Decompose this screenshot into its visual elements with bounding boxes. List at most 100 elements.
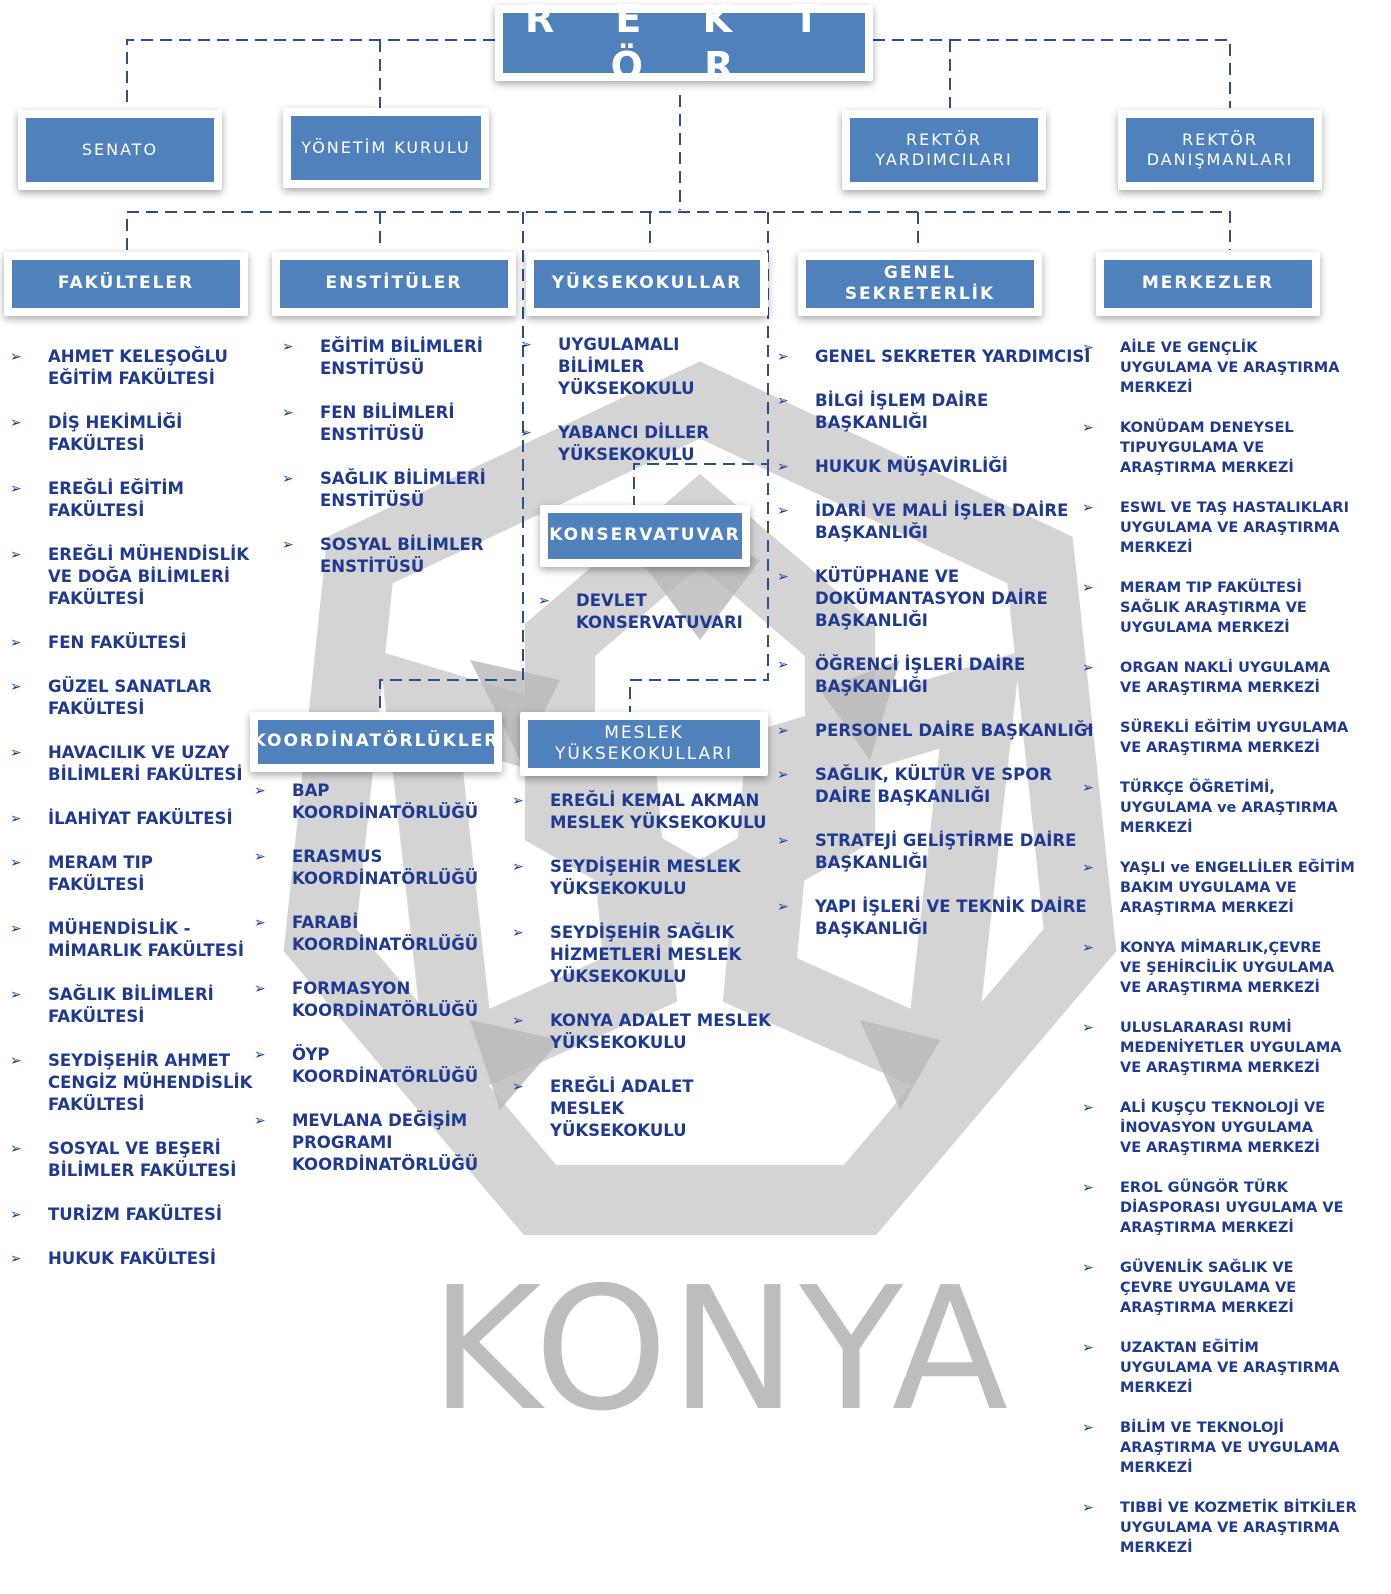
fakulteler-label: FAKÜLTELER <box>12 260 240 308</box>
list-item[interactable]: ➢TURİZM FAKÜLTESİ <box>8 1204 253 1226</box>
list-item[interactable]: ➢EREĞLİ EĞİTİM FAKÜLTESİ <box>8 478 253 522</box>
list-item[interactable]: ➢ESWL VE TAŞ HASTALIKLARI UYGULAMA VE AR… <box>1080 498 1360 558</box>
list-item[interactable]: ➢UZAKTAN EĞİTİM UYGULAMA VE ARAŞTIRMA ME… <box>1080 1338 1360 1398</box>
list-item[interactable]: ➢ORGAN NAKLİ UYGULAMA VE ARAŞTIRMA MERKE… <box>1080 658 1360 698</box>
merkezler-header[interactable]: MERKEZLER <box>1096 252 1320 316</box>
konservatuvar-header[interactable]: KONSERVATUVAR <box>540 505 750 567</box>
list-item[interactable]: ➢SEYDİŞEHİR SAĞLIK HİZMETLERİ MESLEK YÜK… <box>510 922 772 988</box>
list-item[interactable]: ➢ÖĞRENCİ İŞLERİ DAİRE BAŞKANLIĞI <box>775 654 1095 698</box>
list-item[interactable]: ➢GÜVENLİK SAĞLIK VE ÇEVRE UYGULAMA VE AR… <box>1080 1258 1360 1318</box>
list-item[interactable]: ➢GENEL SEKRETER YARDIMCISI <box>775 346 1095 368</box>
rektor-danismanlari-box[interactable]: REKTÖR DANIŞMANLARI <box>1118 110 1322 190</box>
list-item[interactable]: ➢DİŞ HEKİMLİĞİ FAKÜLTESİ <box>8 412 253 456</box>
list-item[interactable]: ➢EREĞLİ ADALET MESLEK YÜKSEKOKULU <box>510 1076 772 1142</box>
list-item[interactable]: ➢FARABİ KOORDİNATÖRLÜĞÜ <box>252 912 502 956</box>
meslek-yuksekokullari-header[interactable]: MESLEK YÜKSEKOKULLARI <box>520 712 768 776</box>
rektor-yardimcilari-box[interactable]: REKTÖR YARDIMCILARI <box>842 110 1046 190</box>
senato-box[interactable]: SENATO <box>18 110 222 190</box>
yuksekokullar-label: YÜKSEKOKULLAR <box>534 260 760 308</box>
list-item-label: GENEL SEKRETER YARDIMCISI <box>815 347 1091 366</box>
list-item-label: SAĞLIK BİLİMLERİ FAKÜLTESİ <box>48 985 214 1026</box>
yuksekokullar-header[interactable]: YÜKSEKOKULLAR <box>526 252 768 316</box>
list-item[interactable]: ➢FORMASYON KOORDİNATÖRLÜĞÜ <box>252 978 502 1022</box>
list-item[interactable]: ➢SAĞLIK BİLİMLERİ FAKÜLTESİ <box>8 984 253 1028</box>
list-item[interactable]: ➢ KONÜDAM DENEYSEL TIPUYGULAMA VE ARAŞTIR… <box>1080 418 1360 478</box>
list-item[interactable]: ➢SOSYAL BİLİMLER ENSTİTÜSÜ <box>280 534 510 578</box>
list-item[interactable]: ➢BAP KOORDİNATÖRLÜĞÜ <box>252 780 502 824</box>
list-item[interactable]: ➢YAPI İŞLERİ VE TEKNİK DAİRE BAŞKANLIĞI <box>775 896 1095 940</box>
list-item[interactable]: ➢MERAM TIP FAKÜLTESİ SAĞLIK ARAŞTIRMA VE… <box>1080 578 1360 638</box>
fakulteler-header[interactable]: FAKÜLTELER <box>4 252 248 316</box>
yonetim-kurulu-box[interactable]: YÖNETİM KURULU <box>283 108 489 188</box>
list-item[interactable]: ➢ERASMUS KOORDİNATÖRLÜĞÜ <box>252 846 502 890</box>
list-item[interactable]: ➢SAĞLIK BİLİMLERİ ENSTİTÜSÜ <box>280 468 510 512</box>
list-item[interactable]: ➢ULUSLARARASI RUMİ MEDENİYETLER UYGULAMA… <box>1080 1018 1360 1078</box>
konservatuvar-label: KONSERVATUVAR <box>548 513 742 559</box>
list-item[interactable]: ➢ GÜZEL SANATLAR FAKÜLTESİ <box>8 676 253 720</box>
bullet-arrow-icon: ➢ <box>254 1047 266 1063</box>
bullet-arrow-icon: ➢ <box>520 337 532 353</box>
list-item[interactable]: ➢EROL GÜNGÖR TÜRK DİASPORASI UYGULAMA VE… <box>1080 1178 1360 1238</box>
list-item[interactable]: ➢SEYDİŞEHİR MESLEK YÜKSEKOKULU <box>510 856 772 900</box>
list-item[interactable]: ➢ALİ KUŞÇU TEKNOLOJİ VE İNOVASYON UYGULA… <box>1080 1098 1360 1158</box>
list-item-label: FORMASYON KOORDİNATÖRLÜĞÜ <box>292 979 479 1020</box>
list-item[interactable]: ➢ DEVLET KONSERVATUVARI <box>536 590 756 634</box>
list-item[interactable]: ➢BİLİM VE TEKNOLOJİ ARAŞTIRMA VE UYGULAM… <box>1080 1418 1360 1478</box>
bullet-arrow-icon: ➢ <box>10 811 22 827</box>
list-item[interactable]: ➢FEN BİLİMLERİ ENSTİTÜSÜ <box>280 402 510 446</box>
bullet-arrow-icon: ➢ <box>1082 720 1094 736</box>
list-item[interactable]: ➢YABANCI DİLLER YÜKSEKOKULU <box>518 422 768 466</box>
bullet-arrow-icon: ➢ <box>254 1113 266 1129</box>
list-item[interactable]: ➢MÜHENDİSLİK - MİMARLIK FAKÜLTESİ <box>8 918 253 962</box>
list-item[interactable]: ➢ÖYP KOORDİNATÖRLÜĞÜ <box>252 1044 502 1088</box>
list-item[interactable]: ➢ UYGULAMALI BİLİMLER YÜKSEKOKULU <box>518 334 768 400</box>
list-item-label: DEVLET KONSERVATUVARI <box>576 591 743 632</box>
list-item[interactable]: ➢SEYDİŞEHİR AHMET CENGİZ MÜHENDİSLİK FAK… <box>8 1050 253 1116</box>
list-item[interactable]: ➢HUKUK FAKÜLTESİ <box>8 1248 253 1270</box>
bullet-arrow-icon: ➢ <box>1082 1260 1094 1276</box>
list-item[interactable]: ➢HUKUK MÜŞAVİRLİĞİ <box>775 456 1095 478</box>
bullet-arrow-icon: ➢ <box>1082 1500 1094 1516</box>
bullet-arrow-icon: ➢ <box>1082 660 1094 676</box>
enstituler-header[interactable]: ENSTİTÜLER <box>272 252 516 316</box>
bullet-arrow-icon: ➢ <box>1082 420 1094 436</box>
list-item[interactable]: ➢STRATEJİ GELİŞTİRME DAİRE BAŞKANLIĞI <box>775 830 1095 874</box>
list-item[interactable]: ➢SOSYAL VE BEŞERİ BİLİMLER FAKÜLTESİ <box>8 1138 253 1182</box>
koordinatorlukler-header[interactable]: KOORDİNATÖRLÜKLER <box>250 712 502 772</box>
list-item[interactable]: ➢EREĞLİ MÜHENDİSLİK VE DOĞA BİLİMLERİ FA… <box>8 544 253 610</box>
bullet-arrow-icon: ➢ <box>254 849 266 865</box>
list-item[interactable]: ➢KÜTÜPHANE VE DOKÜMANTASYON DAİRE BAŞKAN… <box>775 566 1095 632</box>
genel-sekreterlik-header[interactable]: GENEL SEKRETERLİK <box>798 252 1042 316</box>
list-item[interactable]: ➢AHMET KELEŞOĞLU EĞİTİM FAKÜLTESİ <box>8 346 253 390</box>
list-item-label: GÜZEL SANATLAR FAKÜLTESİ <box>48 677 212 718</box>
bullet-arrow-icon: ➢ <box>1082 940 1094 956</box>
list-item[interactable]: ➢HAVACILIK VE UZAY BİLİMLERİ FAKÜLTESİ <box>8 742 253 786</box>
list-item[interactable]: ➢EREĞLİ KEMAL AKMAN MESLEK YÜKSEKOKULU <box>510 790 772 834</box>
list-item[interactable]: ➢SAĞLIK, KÜLTÜR VE SPOR DAİRE BAŞKANLIĞI <box>775 764 1095 808</box>
bullet-arrow-icon: ➢ <box>538 593 550 609</box>
list-item[interactable]: ➢AİLE VE GENÇLİK UYGULAMA VE ARAŞTIRMA M… <box>1080 338 1360 398</box>
list-item[interactable]: ➢İDARİ VE MALİ İŞLER DAİRE BAŞKANLIĞI <box>775 500 1095 544</box>
list-item[interactable]: ➢KONYA ADALET MESLEK YÜKSEKOKULU <box>510 1010 772 1054</box>
list-item[interactable]: ➢BİLGİ İŞLEM DAİRE BAŞKANLIĞI <box>775 390 1095 434</box>
list-item[interactable]: ➢KONYA MİMARLIK,ÇEVRE VE ŞEHİRCİLİK UYGU… <box>1080 938 1360 998</box>
list-item[interactable]: ➢MERAM TIP FAKÜLTESİ <box>8 852 253 896</box>
list-item[interactable]: ➢FEN FAKÜLTESİ <box>8 632 253 654</box>
list-item[interactable]: ➢TÜRKÇE ÖĞRETİMİ, UYGULAMA ve ARAŞTIRMA … <box>1080 778 1360 838</box>
list-item-label: SAĞLIK, KÜLTÜR VE SPOR DAİRE BAŞKANLIĞI <box>815 765 1052 806</box>
list-item[interactable]: ➢İLAHİYAT FAKÜLTESİ <box>8 808 253 830</box>
list-item[interactable]: ➢YAŞLI ve ENGELLİLER EĞİTİM BAKIM UYGULA… <box>1080 858 1360 918</box>
list-item[interactable]: ➢TIBBİ VE KOZMETİK BİTKİLER UYGULAMA VE … <box>1080 1498 1360 1558</box>
list-item[interactable]: ➢PERSONEL DAİRE BAŞKANLIĞI <box>775 720 1095 742</box>
list-item-label: UYGULAMALI BİLİMLER YÜKSEKOKULU <box>558 335 695 398</box>
bullet-arrow-icon: ➢ <box>10 679 22 695</box>
list-item[interactable]: ➢EĞİTİM BİLİMLERİ ENSTİTÜSÜ <box>280 336 510 380</box>
list-item[interactable]: ➢MEVLANA DEĞİŞİM PROGRAMI KOORDİNATÖRLÜĞ… <box>252 1110 502 1176</box>
rektor-box[interactable]: R E K T Ö R <box>495 0 873 88</box>
bullet-arrow-icon: ➢ <box>1082 1420 1094 1436</box>
list-item[interactable]: ➢SÜREKLİ EĞİTİM UYGULAMA VE ARAŞTIRMA ME… <box>1080 718 1360 758</box>
list-item-label: KONÜDAM DENEYSEL TIPUYGULAMA VE ARAŞTIRM… <box>1120 420 1294 476</box>
list-item-label: EREĞLİ EĞİTİM FAKÜLTESİ <box>48 479 184 520</box>
yonetim-kurulu-label: YÖNETİM KURULU <box>291 116 481 180</box>
senato-label: SENATO <box>26 118 214 182</box>
